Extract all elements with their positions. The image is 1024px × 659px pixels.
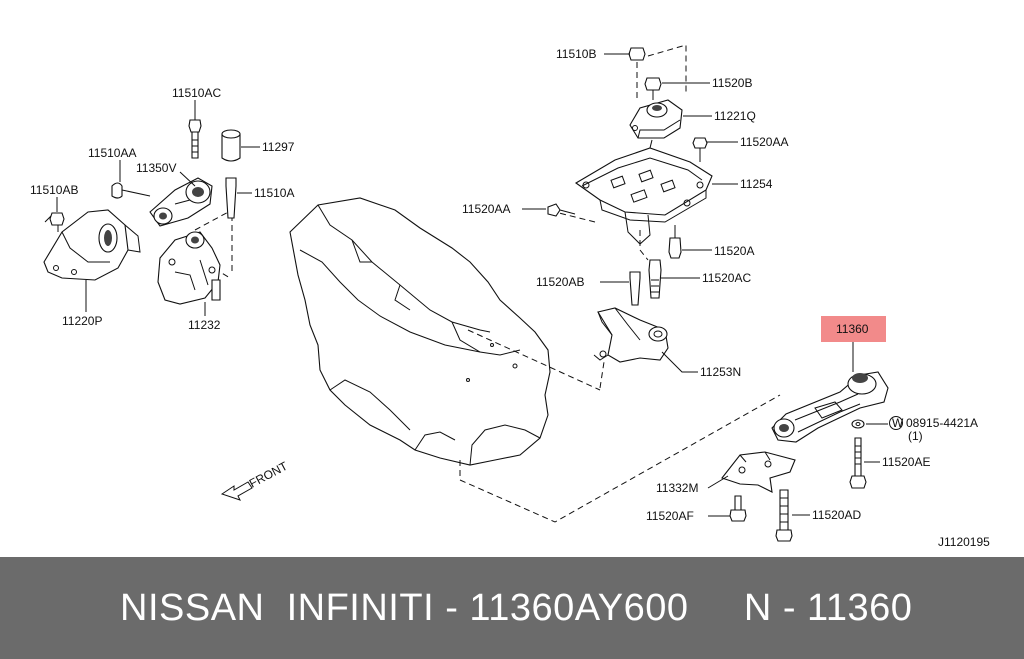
label-11520AE: 11520AE	[882, 455, 931, 469]
label-11520AA-top: 11520AA	[740, 135, 789, 149]
label-11520B: 11520B	[712, 76, 752, 90]
part-number-banner: NISSAN INFINITI - 11360AY600 N - 11360	[0, 557, 1024, 659]
diagram-canvas: 11510B 11520B 11221Q 11520AA 11254 11520…	[30, 44, 990, 549]
label-11510AA: 11510AA	[88, 146, 137, 160]
callout-leaders	[56, 53, 888, 517]
washer-mark-circle	[889, 416, 903, 430]
label-11510A: 11510A	[254, 186, 294, 200]
label-11520AA-left: 11520AA	[462, 202, 511, 216]
link-11350V	[149, 177, 213, 227]
label-11520AF: 11520AF	[646, 509, 694, 523]
label-11221Q: 11221Q	[714, 109, 756, 123]
label-ref-code: J1120195	[938, 535, 990, 549]
bolts-upper-right	[547, 47, 708, 306]
bolts-lower-right	[729, 419, 867, 542]
label-11350V: 11350V	[136, 161, 176, 175]
engine-block	[289, 197, 551, 466]
part-number-text: NISSAN INFINITI - 11360AY600 N - 11360	[120, 586, 913, 629]
bracket-11232	[157, 231, 221, 305]
label-11253N: 11253N	[700, 365, 741, 379]
label-washer-mark: W	[892, 416, 904, 430]
label-11510AB: 11510AB	[30, 183, 79, 197]
label-11360: 11360	[836, 322, 869, 336]
bolts-left	[111, 119, 241, 219]
parts-diagram: 11510B 11520B 11221Q 11520AA 11254 11520…	[30, 44, 991, 549]
label-front: FRONT	[247, 459, 291, 491]
rod-11360	[771, 371, 889, 443]
bracket-11332M	[721, 451, 796, 493]
label-08915-qty: (1)	[908, 429, 923, 443]
label-08915-4421A: 08915-4421A	[906, 416, 978, 430]
insulator-11221Q	[629, 99, 683, 139]
label-11332M: 11332M	[656, 481, 698, 495]
label-11520AB: 11520AB	[536, 275, 585, 289]
label-11520A: 11520A	[714, 244, 754, 258]
label-11520AD: 11520AD	[812, 508, 861, 522]
bracket-11254	[574, 139, 713, 245]
label-11220P: 11220P	[62, 314, 102, 328]
label-11254: 11254	[740, 177, 773, 191]
mount-11220P	[43, 209, 141, 281]
front-arrow	[220, 481, 253, 501]
label-11510AC: 11510AC	[172, 86, 221, 100]
label-11232: 11232	[188, 318, 221, 332]
label-11297: 11297	[262, 140, 295, 154]
label-11510B: 11510B	[556, 47, 596, 61]
label-11520AC: 11520AC	[702, 271, 751, 285]
highlight-box-11360	[821, 316, 886, 342]
bracket-11253N	[593, 307, 669, 363]
